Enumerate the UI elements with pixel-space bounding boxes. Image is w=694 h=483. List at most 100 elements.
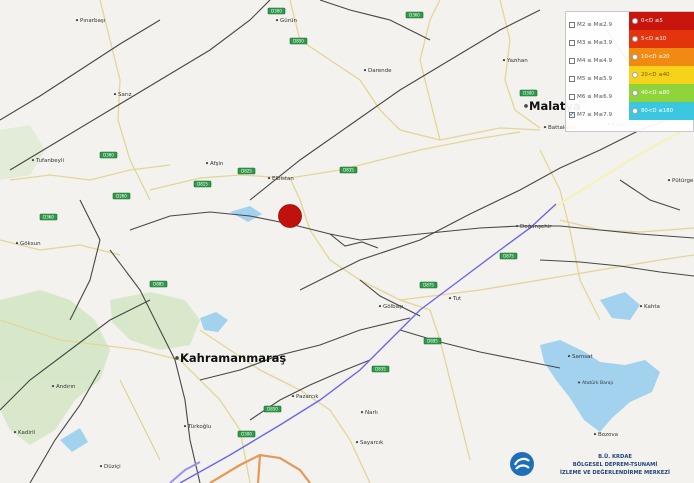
svg-text:D360: D360 (409, 13, 420, 18)
city-label-12: Kadirli (18, 430, 36, 436)
highway-shield: D895 (423, 337, 442, 345)
city-dot (267, 176, 271, 180)
route-orange (209, 453, 311, 483)
city-dot (183, 424, 187, 428)
magnitude-filter-7[interactable]: ✓M7 ≤ M≤7.9 (569, 108, 629, 121)
highway-shield: D875 (499, 252, 518, 260)
svg-text:D875: D875 (503, 254, 514, 259)
depth-dot-icon (632, 72, 638, 78)
city-label-27: Atatürk Barajı (582, 380, 613, 386)
magnitude-checkbox[interactable] (569, 75, 575, 82)
credit-line-2: BÖLGESEL DEPREM-TSUNAMİ (572, 462, 658, 468)
city-dot (543, 125, 547, 129)
depth-dot-icon (632, 90, 638, 96)
city-dot (448, 296, 452, 300)
city-dot (639, 304, 643, 308)
highway-shield: D360 (99, 151, 118, 159)
magnitude-filter-5[interactable]: M5 ≤ M≤5.9 (569, 72, 629, 85)
city-dot (378, 304, 382, 308)
depth-label: 40<D ≤80 (641, 90, 670, 96)
magnitude-label: M7 ≤ M≤7.9 (577, 111, 613, 118)
depth-range-1: 5<D ≤10 (629, 30, 694, 48)
depth-dot-icon (632, 108, 638, 114)
city-dot (15, 241, 19, 245)
city-label-24: Battalgazi (548, 125, 576, 131)
city-dot (205, 161, 209, 165)
city-dot (99, 464, 103, 468)
svg-text:D835: D835 (375, 367, 386, 372)
magnitude-label: M6 ≤ M≤6.9 (577, 93, 613, 100)
city-label-5: Yazıhan (506, 58, 528, 64)
magnitude-label: M5 ≤ M≤5.9 (577, 75, 613, 82)
earthquake-epicenter-marker[interactable] (278, 204, 302, 228)
svg-text:D825: D825 (241, 169, 252, 174)
city-label-16: Narlı (365, 410, 378, 416)
city-label-15: Pazarcık (296, 394, 319, 400)
city-dot (593, 432, 597, 436)
depth-label: 80<D ≤180 (641, 108, 674, 114)
highway-shield: D850 (289, 37, 308, 45)
highway-shield: D360 (39, 213, 58, 221)
svg-text:D360: D360 (103, 153, 114, 158)
highway-shield: D835 (371, 365, 390, 373)
magnitude-filter-2[interactable]: M2 ≤ M≤2.9 (569, 18, 629, 31)
svg-text:D300: D300 (271, 9, 282, 14)
svg-text:D815: D815 (197, 182, 208, 187)
magnitude-checkbox[interactable] (569, 21, 575, 28)
highway-shield: D360 (405, 11, 424, 19)
depth-label: 5<D ≤10 (641, 36, 667, 42)
city-dot (363, 68, 367, 72)
city-label-22: Samsat (572, 354, 593, 360)
magnitude-checkbox[interactable] (569, 93, 575, 100)
depth-dot-icon (632, 18, 638, 24)
depth-range-3: 20<D ≤40 (629, 66, 694, 84)
magnitude-filter-3[interactable]: M3 ≤ M≤3.9 (569, 36, 629, 49)
city-dot (524, 104, 528, 108)
city-label-19: Tut (452, 296, 462, 302)
city-label-17: Sayarcık (360, 440, 384, 446)
city-dot (667, 178, 671, 182)
credit-line-1: B.Ü. KRDAE (598, 454, 632, 460)
depth-label: 10<D ≤20 (641, 54, 670, 60)
svg-text:D875: D875 (423, 283, 434, 288)
city-dot (113, 92, 117, 96)
magnitude-checkbox[interactable]: ✓ (569, 110, 575, 118)
credit-line-3: İZLEME VE DEĞERLENDİRME MERKEZİ (560, 470, 670, 476)
city-label-10: Göksun (20, 241, 41, 247)
city-label-13: Düziçi (104, 464, 121, 470)
highway-shield: D885 (149, 280, 168, 288)
svg-text:D835: D835 (343, 168, 354, 173)
magnitude-label: M3 ≤ M≤3.9 (577, 39, 613, 46)
city-label-26: Pütürge (672, 178, 694, 184)
city-dot (567, 354, 571, 358)
depth-dot-icon (632, 36, 638, 42)
highway-shield: D300 (267, 7, 286, 15)
depth-label: 20<D ≤40 (641, 72, 670, 78)
city-dot (360, 410, 364, 414)
highway-shield: D875 (419, 281, 438, 289)
depth-dot-icon (632, 54, 638, 60)
magnitude-checkbox[interactable] (569, 39, 575, 46)
magnitude-filter-6[interactable]: M6 ≤ M≤6.9 (569, 90, 629, 103)
highway-shield: D850 (263, 405, 282, 413)
city-label-21: Kahta (644, 304, 660, 310)
magnitude-checkbox[interactable] (569, 57, 575, 64)
city-label-3: Gürün (280, 18, 297, 24)
city-dot (291, 394, 295, 398)
svg-text:D300: D300 (523, 91, 534, 96)
magnitude-filter-4[interactable]: M4 ≤ M≤4.9 (569, 54, 629, 67)
city-label-20: Doğanşehir (520, 223, 552, 230)
magnitude-label: M2 ≤ M≤2.9 (577, 21, 613, 28)
svg-text:D850: D850 (267, 407, 278, 412)
city-dot (75, 18, 79, 22)
city-dot (355, 440, 359, 444)
city-label-23: Bozova (598, 432, 618, 438)
depth-range-5: 80<D ≤180 (629, 102, 694, 120)
kandilli-logo-icon (510, 452, 534, 476)
city-label-18: Gölbaşı (383, 304, 404, 310)
svg-text:D360: D360 (43, 215, 54, 220)
city-label-4: Darende (368, 68, 392, 74)
highway-shield: D260 (112, 192, 131, 200)
depth-label: 0<D ≤5 (641, 18, 663, 24)
